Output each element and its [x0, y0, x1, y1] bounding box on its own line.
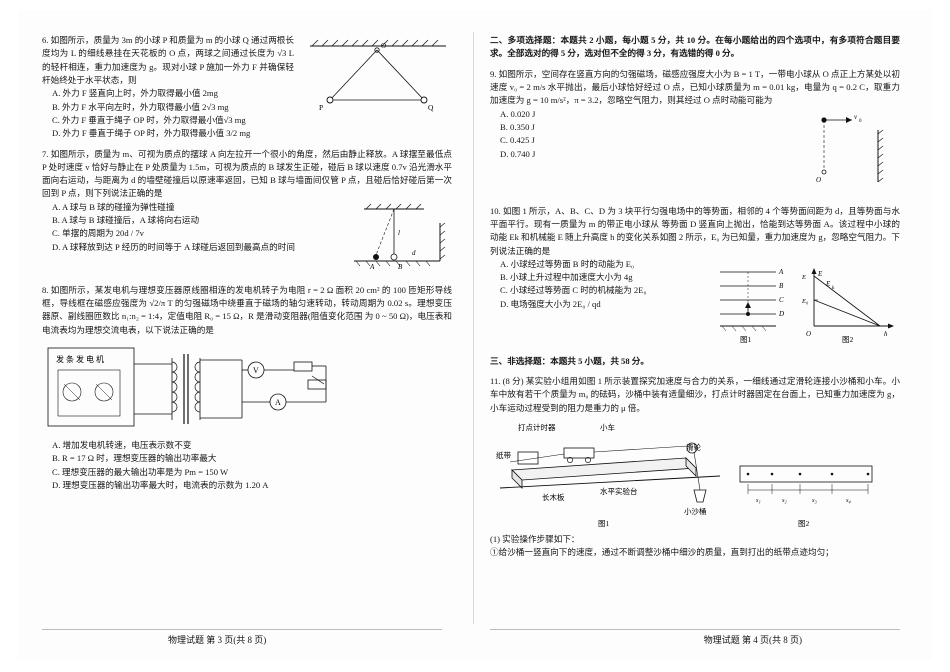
section-3-title: 三、非选择题：本题共 5 小题，共 58 分。 [490, 355, 649, 366]
svg-text:图1: 图1 [740, 335, 751, 344]
question-6-figure: O P Q [302, 36, 452, 121]
svg-text:h: h [884, 330, 888, 338]
footer-left-label: 物理试题 第 3 页(共 8 页) [168, 635, 267, 645]
question-10-option-c: C. 小球经过等势面 C 时的机械能为 2E₀ [500, 285, 647, 296]
section-2-heading: 二、多项选择题：本题共 2 小题，每小题 5 分，共 10 分。在每小题给出的四… [490, 34, 900, 61]
svg-text:图1: 图1 [598, 519, 609, 528]
svg-text:O: O [806, 330, 811, 338]
question-10: 10. 如图 1 所示，A、B、C、D 为 3 块平行匀强电场中的等势面，相邻的… [490, 205, 900, 348]
section-3-heading: 三、非选择题：本题共 5 小题，共 58 分。 [490, 355, 900, 368]
svg-text:l: l [398, 229, 400, 237]
question-7-option-b: B. A 球与 B 球碰撞后，A 球将向右运动 [52, 215, 200, 226]
svg-text:小车: 小车 [600, 422, 615, 432]
svg-text:O: O [381, 42, 386, 50]
question-6-option-b: B. 外力 F 水平向左时，外力取得最小值 2√3 mg [52, 101, 229, 112]
footer-rule-left [42, 629, 442, 630]
svg-text:图2: 图2 [798, 519, 809, 528]
svg-text:d: d [412, 249, 416, 257]
question-11-figures: 打点计时器 小车 滑轮 纸带 [490, 418, 900, 530]
question-7-option-d: D. A 球释放到达 P 经历的时间等于 A 球碰后返回到最高点的时间 [52, 241, 295, 252]
svg-text:发 条 发 电 机: 发 条 发 电 机 [56, 354, 104, 364]
question-6-option-c: C. 外力 F 垂直于绳子 OP 时，外力取得最小值√3 mg [52, 114, 246, 125]
svg-text:B: B [779, 282, 784, 290]
question-7: 7. 如图所示，质量为 m、可视为质点的摆球 A 向左拉开一个很小的角度，然后由… [42, 148, 452, 277]
svg-text:E₀: E₀ [801, 298, 808, 305]
right-column: 二、多项选择题：本题共 2 小题，每小题 5 分，共 10 分。在每小题给出的四… [490, 34, 900, 614]
question-8-stem: 8. 如图所示，某发电机与理想变压器原线圈相连的发电机转子为电阻 r = 2 Ω… [42, 284, 452, 335]
question-7-option-a: A. A 球与 B 球的碰撞为弹性碰撞 [52, 201, 175, 212]
svg-text:v: v [854, 113, 858, 121]
question-8-figure: 发 条 发 电 机 [42, 340, 452, 436]
svg-text:V: V [253, 366, 259, 375]
svg-text:水平实验台: 水平实验台 [600, 486, 638, 496]
question-10-option-b: B. 小球上升过程中加速度大小为 4g [500, 272, 633, 283]
svg-text:纸带: 纸带 [496, 450, 511, 460]
svg-text:O: O [816, 176, 821, 184]
question-8-option-b: B. R = 17 Ω 时，理想变压器的输出功率最大 [52, 453, 217, 464]
svg-text:长木板: 长木板 [542, 492, 565, 502]
question-6-stem: 6. 如图所示，质量为 3m 的小球 P 和质量为 m 的小球 Q 通过两根长度… [42, 35, 294, 85]
question-11-sub-1: (1) 实验操作步骤如下： [490, 534, 580, 545]
question-8-option-a: A. 增加发电机转速，电压表示数不变 [52, 440, 192, 450]
question-11-stem: 11. (8 分) 某实验小组用如图 1 所示装置探究加速度与合力的关系，一细线… [490, 376, 900, 413]
question-9-option-c: C. 0.425 J [500, 135, 535, 146]
svg-text:s₄: s₄ [846, 497, 852, 504]
svg-text:打点计时器: 打点计时器 [518, 422, 556, 432]
footer-right-label: 物理试题 第 4 页(共 8 页) [703, 635, 802, 645]
question-10-option-a: A. 小球经过等势面 B 时的动能为 E₀ [500, 258, 635, 269]
question-6: O P Q 6. 如图所示，质量为 3m 的小球 P 和质量为 m 的小球 Q … [42, 34, 452, 141]
question-9: 9. 如图所示，空间存在竖直方向的匀强磁场，磁感应强度大小为 B = 1 T，一… [490, 68, 900, 198]
svg-text:0: 0 [859, 119, 862, 124]
question-9-stem: 9. 如图所示，空间存在竖直方向的匀强磁场，磁感应强度大小为 B = 1 T，一… [490, 68, 900, 106]
question-8: 8. 如图所示，某发电机与理想变压器原线圈相连的发电机转子为电阻 r = 2 Ω… [42, 284, 452, 493]
left-column: O P Q 6. 如图所示，质量为 3m 的小球 P 和质量为 m 的小球 Q … [42, 34, 452, 614]
question-11: 11. (8 分) 某实验小组用如图 1 所示装置探究加速度与合力的关系，一细线… [490, 375, 900, 560]
question-9-option-a: A. 0.020 J [500, 108, 536, 119]
svg-text:A: A [275, 398, 281, 407]
question-6-option-d: D. 外力 F 垂直于绳子 OP 时，外力取得最小值 3/2 mg [52, 128, 251, 139]
svg-text:P: P [319, 103, 323, 112]
svg-text:D: D [778, 310, 784, 318]
exam-sheet: O P Q 6. 如图所示，质量为 3m 的小球 P 和质量为 m 的小球 Q … [18, 10, 932, 660]
svg-text:s₂: s₂ [782, 497, 788, 504]
question-10-figures: A B C D 图1 [714, 260, 900, 346]
question-11-sub-1-item-1: ①给沙桶一竖直向下的速度，通过不断调整沙桶中细沙的质量，直到打出的纸带点迹均匀； [490, 547, 834, 558]
svg-text:小沙桶: 小沙桶 [684, 506, 707, 516]
svg-text:s₃: s₃ [812, 497, 817, 504]
question-10-stem: 10. 如图 1 所示，A、B、C、D 为 3 块平行匀强电场中的等势面，相邻的… [490, 205, 900, 256]
question-9-option-d: D. 0.740 J [500, 148, 536, 159]
svg-text:E: E [825, 280, 831, 288]
svg-text:图2: 图2 [842, 335, 853, 344]
footer-rule-right [490, 629, 900, 630]
svg-text:A: A [369, 263, 375, 271]
column-divider [473, 32, 474, 624]
question-7-figure: l A B [324, 203, 452, 275]
svg-text:Q: Q [428, 103, 434, 112]
question-8-option-d: D. 理想变压器的输出功率最大时，电流表的示数为 1.20 A [52, 479, 269, 490]
svg-text:C: C [779, 296, 784, 304]
section-2-title: 二、多项选择题：本题共 2 小题，每小题 5 分，共 10 分。在每小题给出的四… [490, 35, 900, 59]
question-6-option-a: A. 外力 F 竖直向上时，外力取得最小值 2mg [52, 88, 218, 99]
question-9-option-b: B. 0.350 J [500, 121, 535, 132]
question-7-option-c: C. 单摆的周期为 20d / 7v [52, 228, 144, 239]
svg-text:滑轮: 滑轮 [686, 442, 701, 452]
question-7-stem: 7. 如图所示，质量为 m、可视为质点的摆球 A 向左拉开一个很小的角度，然后由… [42, 148, 452, 199]
question-9-figure: v 0 O [790, 110, 900, 196]
svg-text:k: k [832, 286, 835, 291]
question-10-option-d: D. 电场强度大小为 2E₀ / qd [500, 298, 601, 309]
svg-text:E: E [817, 270, 823, 278]
svg-text:s₁: s₁ [756, 497, 761, 504]
svg-text:B: B [398, 263, 403, 271]
question-8-option-c: C. 理想变压器的最大输出功率是为 Pm = 150 W [52, 466, 229, 477]
svg-text:A: A [778, 268, 784, 276]
svg-text:E: E [801, 274, 806, 281]
